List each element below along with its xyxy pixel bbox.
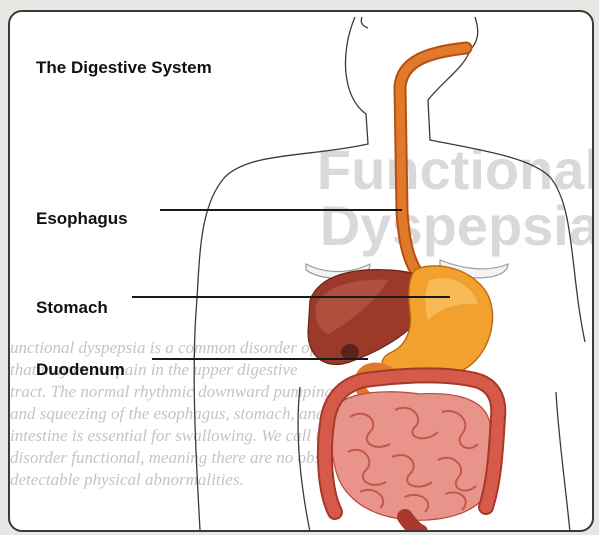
diagram-card: Functional Dyspepsia unctional dyspepsia… (8, 10, 594, 532)
stomach-label: Stomach (36, 298, 108, 318)
esophagus-label: Esophagus (36, 209, 128, 229)
duodenum-label: Duodenum (36, 360, 125, 380)
gallbladder-shape (341, 344, 359, 360)
diagram-title: The Digestive System (36, 58, 212, 78)
esophagus-highlight (400, 48, 466, 274)
digestive-system-illustration (10, 12, 592, 530)
small-intestine-mass (330, 392, 493, 520)
